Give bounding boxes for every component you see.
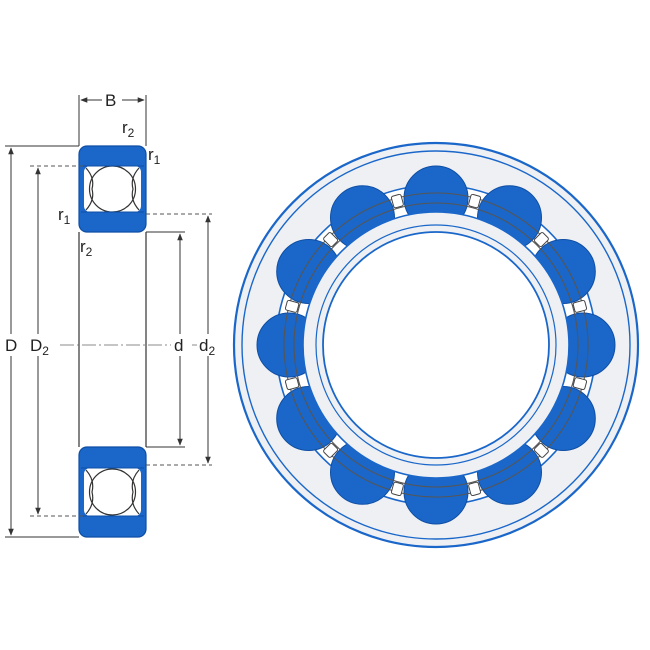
label-bg-B (102, 90, 122, 110)
label-d: d (174, 336, 183, 355)
label-D2: D2 (30, 336, 49, 358)
seal-right-bottom (131, 469, 140, 515)
cage-clip-6 (468, 481, 482, 497)
ball-top (88, 165, 137, 213)
label-bg-d2 (197, 334, 223, 356)
seal-left-bottom (85, 469, 94, 515)
cage-clip-12 (390, 193, 404, 209)
label-r2-top: r2 (122, 118, 135, 140)
label-r2-bottom: r2 (80, 237, 93, 259)
cage-clip-2 (533, 232, 549, 248)
cage-clip-8 (323, 442, 339, 458)
label-B: B (105, 91, 116, 110)
cage-clip-1 (468, 193, 482, 209)
cage-clip-7 (390, 481, 404, 497)
label-bg-D2 (28, 334, 56, 356)
front-view (232, 141, 640, 549)
section-view: B r2 r1 r1 r2 D D2 d d2 (3, 90, 223, 538)
cross-section-bottom (78, 446, 147, 538)
label-D: D (5, 336, 17, 355)
label-bg-D (3, 334, 21, 356)
seal-right-top (131, 167, 140, 211)
cage-clips (284, 193, 588, 497)
cage-clip-10 (284, 299, 300, 313)
label-d2: d2 (199, 336, 215, 358)
label-r1-top: r1 (148, 145, 161, 167)
label-bg-d (171, 334, 189, 356)
label-r1-left: r1 (58, 205, 71, 227)
cross-section-top (78, 145, 147, 233)
outer-ring-inner-edge (241, 150, 631, 540)
cage-inner (293, 202, 579, 488)
cage-outer (283, 192, 589, 498)
cage-clip-11 (323, 232, 339, 248)
ball-bottom (88, 468, 137, 516)
seal-left-top (85, 167, 94, 211)
cage-clip-4 (572, 377, 588, 391)
cage-clip-5 (533, 442, 549, 458)
bore (322, 231, 550, 459)
cage-clip-9 (284, 377, 300, 391)
inner-ring-groove (315, 224, 557, 466)
cage-clip-3 (572, 299, 588, 313)
